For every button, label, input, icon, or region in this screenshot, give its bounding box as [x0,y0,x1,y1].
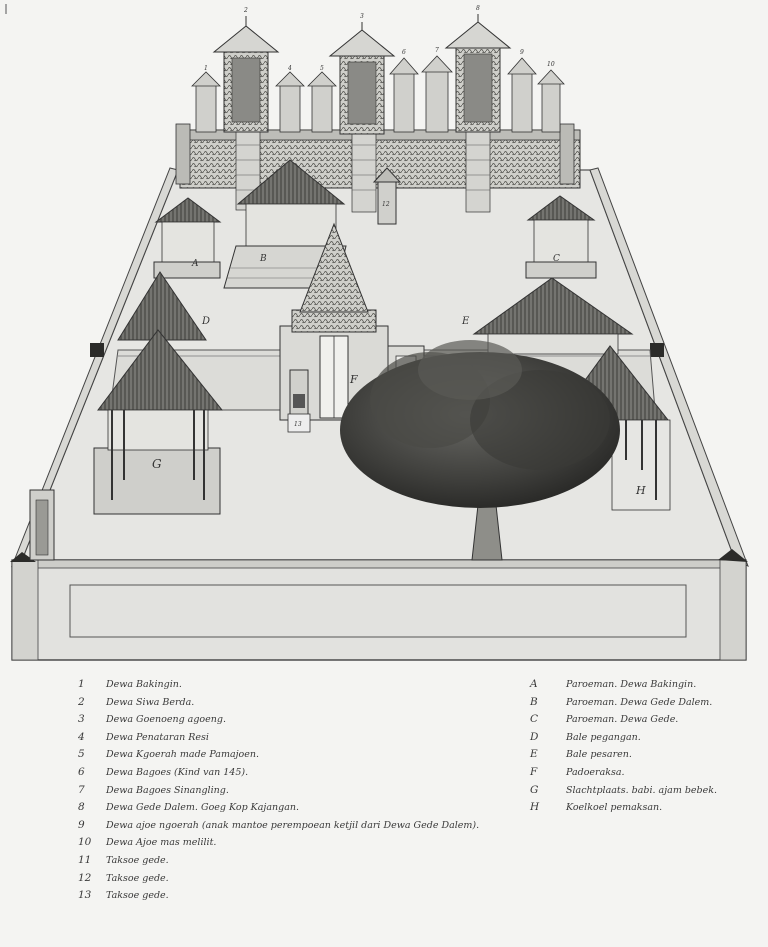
label-6: 6 [402,49,406,56]
label-C: C [553,254,560,264]
small-shrines [191,55,565,133]
temple-drawing: A B C D E F G H 1 2 3 4 5 6 7 8 9 10 12 … [5,4,749,661]
legend-text: Paroeman. Dewa Gede Dalem. [566,696,713,708]
label-A: A [191,259,199,269]
legend-item: H Koelkoel pemaksan. [530,799,717,817]
legend-key: 11 [78,853,92,866]
pavilion-G [93,409,221,515]
legend-item: C Paroeman. Dewa Gede. [530,711,717,729]
legend-item: 6 Dewa Bagoes (Kind van 145). [78,764,479,782]
legend-key: C [530,713,539,726]
legend-item: 4 Dewa Penataran Resi [78,729,479,747]
legend-key: A [530,678,538,690]
legend-item: F Padoeraksa. [530,764,717,782]
legend-text: Paroeman. Dewa Gede. [566,714,679,726]
label-F: F [349,373,358,386]
legend-text: Dewa Penataran Resi [106,731,209,743]
legend-text: Paroeman. Dewa Bakingin. [566,679,697,690]
legend-key: B [530,695,538,708]
front-wall [11,559,747,661]
banyan-tree [340,340,620,561]
label-G: G [152,457,162,471]
label-3: 3 [360,13,364,20]
legend-text: Taksoe gede. [106,872,169,884]
legend-key: 12 [78,871,92,884]
legend-item: 3 Dewa Goenoeng agoeng. [78,711,479,729]
legend-key: 2 [78,695,85,708]
label-9: 9 [520,49,524,56]
legend-text: Dewa ajoe ngoerah (anak mantoe perempoea… [106,819,480,831]
label-H: H [635,484,646,497]
legend-key: 13 [78,889,92,902]
legend-text: Slachtplaats. babi. ajam bebek. [566,784,718,796]
legend-text: Koelkoel pemaksan. [566,802,663,814]
legend-text: Dewa Siwa Berda. [106,696,195,708]
legend-lettered: A Paroeman. Dewa Bakingin. B Paroeman. Dewa… [530,676,717,817]
legend-text: Dewa Bagoes Sinangling. [106,784,229,796]
legend-key: G [530,783,539,796]
pavilion-E [472,277,634,355]
legend-key: 9 [78,818,85,831]
legend-item: 9 Dewa ajoe ngoerah (anak mantoe perempoe… [78,817,479,835]
legend-text: Padoeraksa. [566,766,625,778]
label-2: 2 [243,7,248,14]
legend-item: 5 Dewa Kgoerah made Pamajoen. [78,746,479,764]
legend-key: 1 [78,678,85,690]
legend-key: 5 [78,748,85,761]
legend-key: E [530,748,538,761]
legend-key: D [530,730,539,743]
legend-key: 7 [78,783,85,796]
legend-item: B Paroeman. Dewa Gede Dalem. [530,694,717,712]
legend-item: 1 Dewa Bakingin. [78,676,479,694]
legend-item: A Paroeman. Dewa Bakingin. [530,676,717,694]
label-B: B [259,254,267,264]
legend-item: 10 Dewa Ajoe mas melilit. [78,834,479,852]
legend-text: Dewa Bagoes (Kind van 145). [106,766,249,778]
label-5: 5 [320,65,324,72]
legend-text: Dewa Goenoeng agoeng. [106,714,226,726]
legend-item: 8 Dewa Gede Dalem. Goeg Kop Kajangan. [78,799,479,817]
legend-text: Taksoe gede. [106,890,169,902]
legend-text: Dewa Ajoe mas melilit. [106,837,217,849]
legend-text: Dewa Gede Dalem. Goeg Kop Kajangan. [106,802,300,814]
label-10: 10 [547,61,555,68]
legend-text: Bale pegangan. [566,731,641,743]
legend-item: 7 Dewa Bagoes Sinangling. [78,782,479,800]
label-8: 8 [476,5,480,12]
pavilion-C [525,195,597,279]
legend-item: E Bale pesaren. [530,746,717,764]
legend-key: F [530,765,538,778]
legend-text: Taksoe gede. [106,854,169,866]
pavilion-A [153,197,222,279]
legend-numbered: 1 Dewa Bakingin. 2 Dewa Siwa Berda. 3 Dewa Go… [78,676,479,905]
legend-key: 10 [78,836,92,849]
shrine-2 [212,16,280,133]
legend-key: 3 [78,713,85,726]
legend-text: Dewa Bakingin. [106,679,182,690]
legend-key: 6 [78,765,85,778]
legend-text: Dewa Kgoerah made Pamajoen. [106,749,260,761]
legend-item: 12 Taksoe gede. [78,870,479,888]
legend-item: 11 Taksoe gede. [78,852,479,870]
legend-key: H [530,801,540,814]
label-13: 13 [294,421,302,428]
shrine-8 [444,14,512,133]
legend-item: G Slachtplaats. babi. ajam bebek. [530,782,717,800]
legend-item: D Bale pegangan. [530,729,717,747]
legend-key: 8 [78,801,85,814]
legend-text: Bale pesaren. [566,749,632,761]
label-E: E [461,316,470,327]
shrine-3 [328,22,396,135]
label-1: 1 [204,65,208,72]
legend-key: 4 [78,730,85,743]
label-D: D [201,316,210,327]
legend-item: 2 Dewa Siwa Berda. [78,694,479,712]
legend-item: 13 Taksoe gede. [78,887,479,905]
label-12: 12 [382,201,390,208]
label-7: 7 [435,47,439,54]
label-4: 4 [287,65,292,72]
